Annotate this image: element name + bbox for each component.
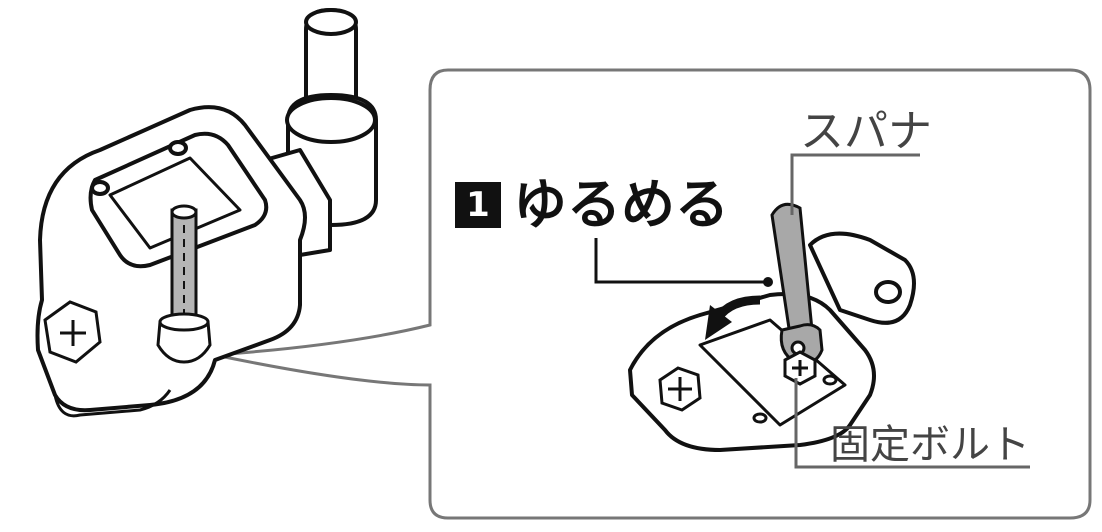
step-instruction: 1 ゆるめる xyxy=(455,175,729,235)
vertical-bolt xyxy=(156,204,212,364)
spanner xyxy=(770,202,824,365)
fixing-bolt-label: 固定ボルト xyxy=(830,422,1030,468)
spanner-label: スパナ xyxy=(800,106,932,157)
label-leader-lines xyxy=(790,153,1030,469)
callout-frame xyxy=(214,68,1092,520)
fixing-bolt-detail xyxy=(783,350,817,386)
step-number-badge: 1 xyxy=(455,182,501,228)
rotation-arrow xyxy=(705,295,761,340)
bolt-leader xyxy=(794,378,1030,469)
step-leader-line xyxy=(594,238,773,287)
hinge-hole xyxy=(874,280,902,304)
bracket-pocket xyxy=(88,131,269,269)
bolt-head xyxy=(156,320,212,364)
step-action-text: ゆるめる xyxy=(513,173,729,236)
side-screw-detail xyxy=(658,366,702,412)
side-screw-overview xyxy=(43,300,102,364)
spanner-leader xyxy=(790,153,920,215)
